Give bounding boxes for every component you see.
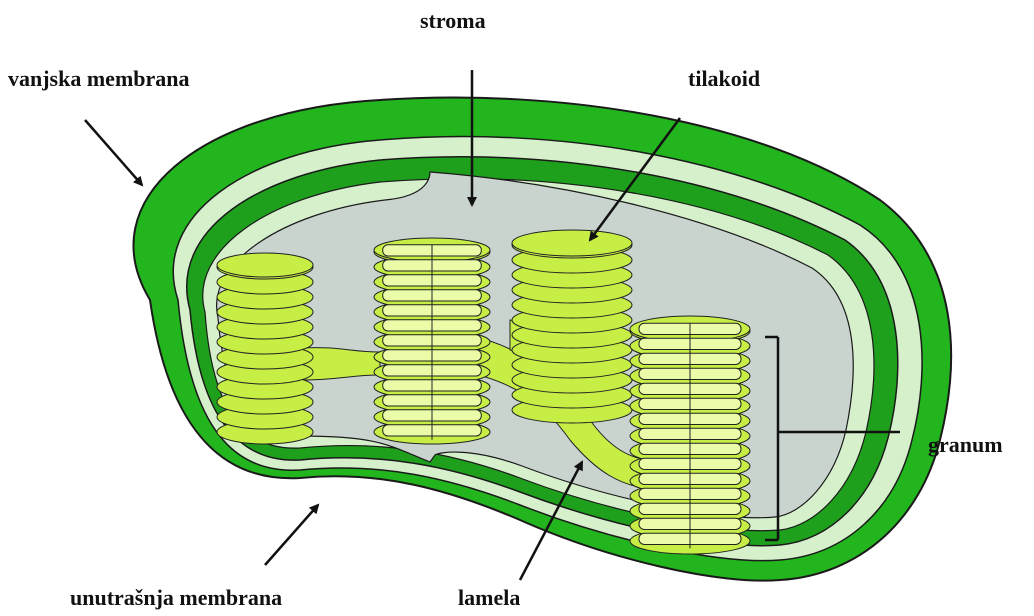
granum-center (374, 238, 490, 444)
label-thylakoid: tilakoid (688, 66, 760, 91)
arrow-inner-membrane (265, 505, 318, 565)
granum-right-back (512, 230, 632, 423)
label-granum: granum (928, 432, 1003, 457)
label-lamella: lamela (458, 585, 520, 610)
thylakoid-disc-top (512, 230, 632, 256)
granum-left (217, 253, 313, 444)
label-inner-membrane: unutrašnja membrana (70, 585, 282, 610)
thylakoid-disc-top (217, 253, 313, 277)
arrow-outer-membrane (85, 120, 142, 185)
granum-right-front (630, 316, 750, 554)
label-outer-membrane: vanjska membrana (8, 66, 190, 91)
label-stroma: stroma (420, 8, 486, 33)
